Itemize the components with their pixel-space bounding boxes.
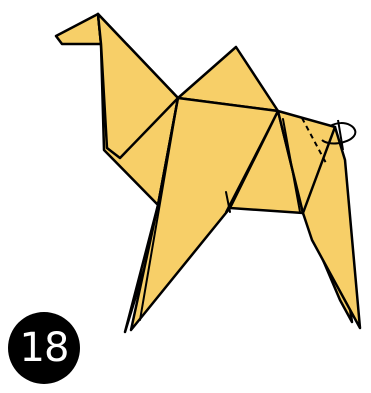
camel-head xyxy=(56,14,101,44)
step-badge: 18 xyxy=(8,312,80,384)
step-number: 18 xyxy=(20,328,69,368)
